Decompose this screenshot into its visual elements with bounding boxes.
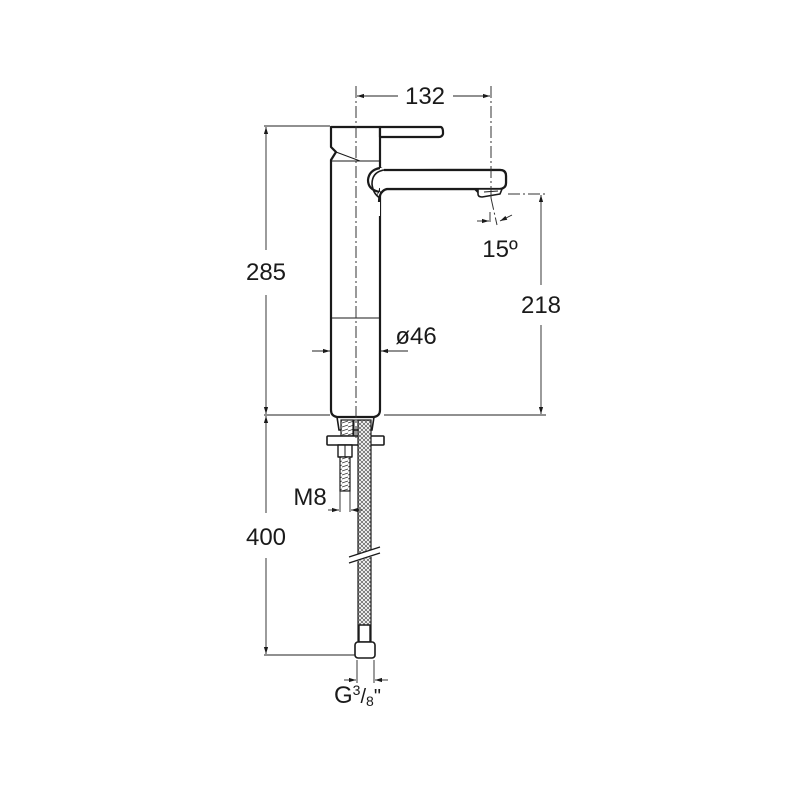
- hose-nut: [354, 641, 376, 659]
- dim-label-15deg: 15º: [482, 236, 518, 263]
- dim-label-132: 132: [405, 83, 445, 110]
- dim-body-diameter: ø46: [312, 323, 437, 354]
- dim-label-285: 285: [246, 259, 286, 286]
- aerator: [477, 188, 503, 198]
- dim-hose-length: 400: [246, 416, 355, 656]
- dim-label-400: 400: [246, 524, 286, 551]
- hose-ferrule: [358, 624, 371, 643]
- m8-stud: [339, 456, 351, 492]
- dim-label-m8: M8: [293, 484, 326, 511]
- dim-outlet-height: 218: [384, 193, 561, 416]
- dim-hose-connection: G3/8": [334, 660, 388, 709]
- dim-fixing-thread: M8: [293, 484, 362, 513]
- dim-outlet-angle: 15º: [477, 212, 518, 263]
- dim-label-o46: ø46: [395, 323, 436, 350]
- dim-label-218: 218: [521, 292, 561, 319]
- dim-spout-reach: 132: [357, 83, 490, 110]
- lever-handle: [378, 125, 445, 139]
- tap-body: [326, 125, 508, 659]
- dim-total-height: 285: [246, 125, 330, 416]
- flexible-hose: [357, 419, 372, 649]
- dim-label-g38: G3/8": [334, 682, 381, 709]
